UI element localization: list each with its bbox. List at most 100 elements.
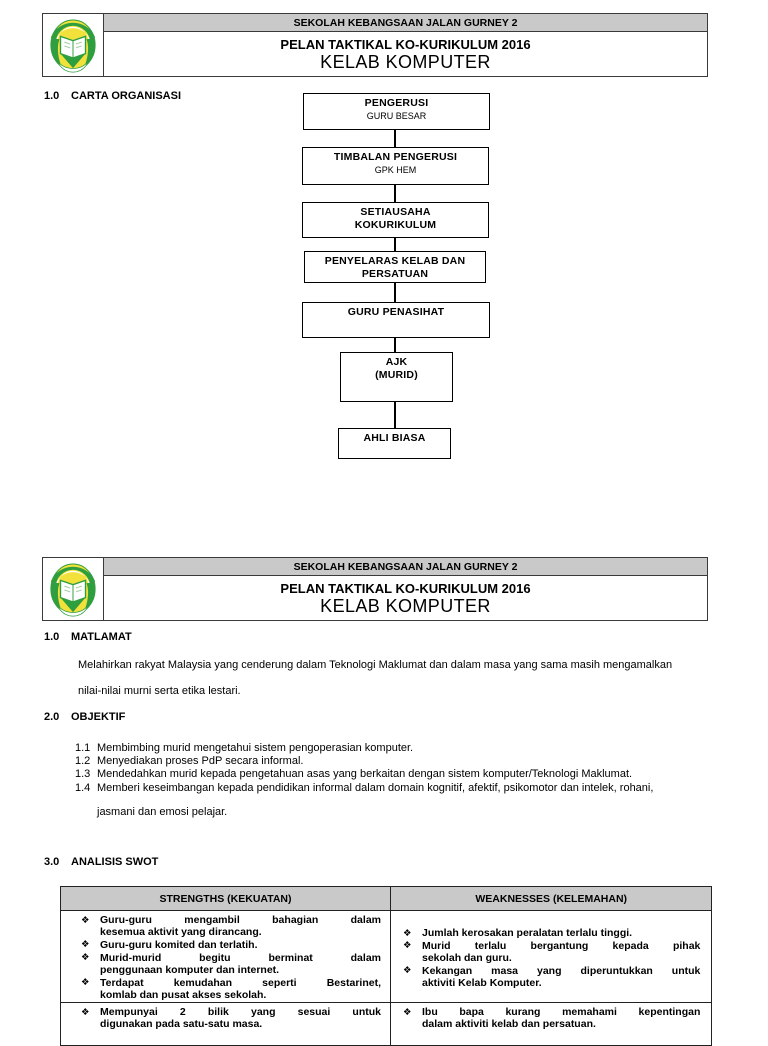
swot-col-header-strengths: STRENGTHS (KEKUATAN)	[61, 887, 391, 910]
page1-header-table: SEKOLAH KEBANGSAAN JALAN GURNEY 2 PELAN …	[42, 13, 708, 77]
org-box-ajk-murid: AJK (MURID)	[340, 352, 453, 402]
school-name: SEKOLAH KEBANGSAAN JALAN GURNEY 2	[104, 558, 707, 576]
org-box-subtitle: GPK HEM	[374, 164, 417, 175]
org-connector	[394, 130, 396, 147]
text-line: digunakan pada satu-satu masa.	[100, 1018, 263, 1031]
school-name: SEKOLAH KEBANGSAAN JALAN GURNEY 2	[104, 14, 707, 32]
objektif-item: 1.3 Mendedahkan murid kepada pengetahuan…	[75, 768, 653, 781]
text-line: Melahirkan rakyat Malaysia yang cenderun…	[78, 659, 673, 671]
org-box-timbalan-pengerusi: TIMBALAN PENGERUSI GPK HEM	[302, 147, 489, 185]
list-item: ❖ Jumlah kerosakan peralatan terlalu tin…	[403, 927, 700, 940]
text-line: penggunaan komputer dan internet.	[100, 964, 280, 977]
logo-cell	[43, 558, 104, 620]
matlamat-paragraph: Melahirkan rakyat Malaysia yang cenderun…	[78, 652, 746, 704]
diamond-bullet-icon: ❖	[81, 1006, 90, 1018]
text-line: Mempunyai 2 bilik yang sesuai untuk	[100, 1006, 381, 1018]
diamond-bullet-icon: ❖	[403, 965, 412, 977]
org-box-title: GURU PENASIHAT	[347, 306, 445, 318]
school-crest-logo	[50, 563, 96, 617]
text-line: Jumlah kerosakan peralatan terlalu tingg…	[422, 927, 633, 939]
page2-header-table: SEKOLAH KEBANGSAAN JALAN GURNEY 2 PELAN …	[42, 557, 708, 621]
text-line: Murid terlalu bergantung kepada pihak	[422, 939, 701, 952]
org-box-title: (MURID)	[375, 368, 418, 381]
header-titles: PELAN TAKTIKAL KO-KURIKULUM 2016 KELAB K…	[104, 32, 707, 76]
objektif-item: 1.1 Membimbing murid mengetahui sistem p…	[75, 742, 653, 755]
text-line: aktiviti Kelab Komputer.	[422, 977, 542, 990]
objektif-item-continuation: jasmani dan emosi pelajar.	[97, 806, 228, 818]
section-title: CARTA ORGANISASI	[71, 90, 181, 102]
list-item: ❖ Ibu bapa kurang memahami kepentingan d…	[403, 1006, 700, 1031]
section-heading-objektif: 2.0 OBJEKTIF	[44, 711, 125, 723]
section-number: 3.0	[44, 856, 60, 868]
text-line: Murid-murid begitu berminat dalam	[100, 951, 381, 964]
org-box-title: PERSATUAN	[361, 267, 429, 280]
section-title: MATLAMAT	[71, 631, 132, 643]
text-line: sekolah dan guru.	[422, 952, 512, 965]
list-item: ❖ Murid-murid begitu berminat dalam peng…	[81, 952, 381, 977]
swot-row-1: ❖ Guru-guru mengambil bahagian dalam kes…	[61, 911, 711, 1003]
text-line: Kekangan masa yang diperuntukkan untuk	[422, 964, 701, 977]
section-number: 2.0	[44, 711, 60, 723]
list-item: ❖ Guru-guru komited dan terlatih.	[81, 939, 381, 952]
item-text: Memberi keseimbangan kepada pendidikan i…	[97, 781, 654, 794]
item-number: 1.3	[75, 768, 91, 781]
org-box-title: KOKURIKULUM	[354, 218, 437, 231]
text-line: Terdapat kemudahan seperti Bestarinet,	[100, 976, 381, 989]
list-item: ❖ Mempunyai 2 bilik yang sesuai untuk di…	[81, 1006, 381, 1031]
strengths-cell: ❖ Guru-guru mengambil bahagian dalam kes…	[61, 911, 391, 1002]
text-line: nilai-nilai murni serta etika lestari.	[78, 685, 241, 697]
org-box-title: AJK	[385, 356, 408, 368]
header-text-block: SEKOLAH KEBANGSAAN JALAN GURNEY 2 PELAN …	[104, 14, 707, 76]
section-heading-matlamat: 1.0 MATLAMAT	[44, 631, 132, 643]
org-box-pengerusi: PENGERUSI GURU BESAR	[303, 93, 490, 130]
section-number: 1.0	[44, 90, 60, 102]
text-line: kesemua aktivit yang dirancang.	[100, 926, 262, 939]
org-box-subtitle: GURU BESAR	[366, 110, 427, 121]
section-title: OBJEKTIF	[71, 711, 126, 723]
org-connector	[394, 238, 396, 251]
objektif-item: 1.4 Memberi keseimbangan kepada pendidik…	[75, 782, 653, 795]
diamond-bullet-icon: ❖	[403, 1006, 412, 1018]
header-titles: PELAN TAKTIKAL KO-KURIKULUM 2016 KELAB K…	[104, 576, 707, 620]
swot-table: STRENGTHS (KEKUATAN) WEAKNESSES (KELEMAH…	[60, 886, 712, 1046]
objektif-item: 1.2 Menyediakan proses PdP secara inform…	[75, 755, 653, 768]
diamond-bullet-icon: ❖	[81, 914, 90, 926]
org-box-ahli-biasa: AHLI BIASA	[338, 428, 451, 459]
org-box-title: PENYELARAS KELAB DAN	[324, 255, 466, 267]
item-number: 1.4	[75, 781, 91, 794]
logo-cell	[43, 14, 104, 76]
org-box-setiausaha: SETIAUSAHA KOKURIKULUM	[302, 202, 489, 238]
swot-col-header-weaknesses: WEAKNESSES (KELEMAHAN)	[475, 892, 628, 905]
section-title: ANALISIS SWOT	[71, 856, 159, 868]
section-heading-carta-organisasi: 1.0 CARTA ORGANISASI	[44, 90, 181, 102]
text-line: Ibu bapa kurang memahami kepentingan	[422, 1006, 701, 1018]
item-text: Mendedahkan murid kepada pengetahuan asa…	[97, 768, 633, 781]
org-box-title: TIMBALAN PENGERUSI	[333, 151, 458, 163]
text-line: komlab dan pusat akses sekolah.	[100, 988, 267, 1001]
club-name: KELAB KOMPUTER	[320, 51, 491, 72]
club-name: KELAB KOMPUTER	[320, 595, 491, 616]
org-connector	[394, 402, 396, 428]
plan-title: PELAN TAKTIKAL KO-KURIKULUM 2016	[280, 580, 531, 596]
weaknesses-cell: ❖ Ibu bapa kurang memahami kepentingan d…	[391, 1003, 711, 1045]
list-item: ❖ Kekangan masa yang diperuntukkan untuk…	[403, 965, 700, 990]
school-crest-logo	[50, 19, 96, 73]
text-line: Guru-guru mengambil bahagian dalam	[100, 914, 381, 926]
item-text: Menyediakan proses PdP secara informal.	[97, 755, 304, 768]
item-number: 1.2	[75, 755, 91, 768]
org-connector	[394, 283, 396, 302]
item-text: Membimbing murid mengetahui sistem pengo…	[97, 742, 414, 754]
org-box-title: SETIAUSAHA	[360, 206, 431, 218]
list-item: ❖ Murid terlalu bergantung kepada pihak …	[403, 940, 700, 965]
org-box-penyelaras: PENYELARAS KELAB DAN PERSATUAN	[304, 251, 486, 283]
text-line: Guru-guru komited dan terlatih.	[100, 938, 258, 951]
diamond-bullet-icon: ❖	[81, 939, 90, 951]
weaknesses-cell: ❖ Jumlah kerosakan peralatan terlalu tin…	[391, 911, 711, 1002]
diamond-bullet-icon: ❖	[403, 927, 412, 939]
plan-title: PELAN TAKTIKAL KO-KURIKULUM 2016	[280, 36, 531, 52]
section-heading-analisis-swot: 3.0 ANALISIS SWOT	[44, 856, 158, 868]
header-text-block: SEKOLAH KEBANGSAAN JALAN GURNEY 2 PELAN …	[104, 558, 707, 620]
item-number: 1.1	[75, 742, 91, 754]
document-page: { "header": { "school_name": "SEKOLAH KE…	[42, 13, 746, 1046]
org-connector	[394, 185, 396, 202]
